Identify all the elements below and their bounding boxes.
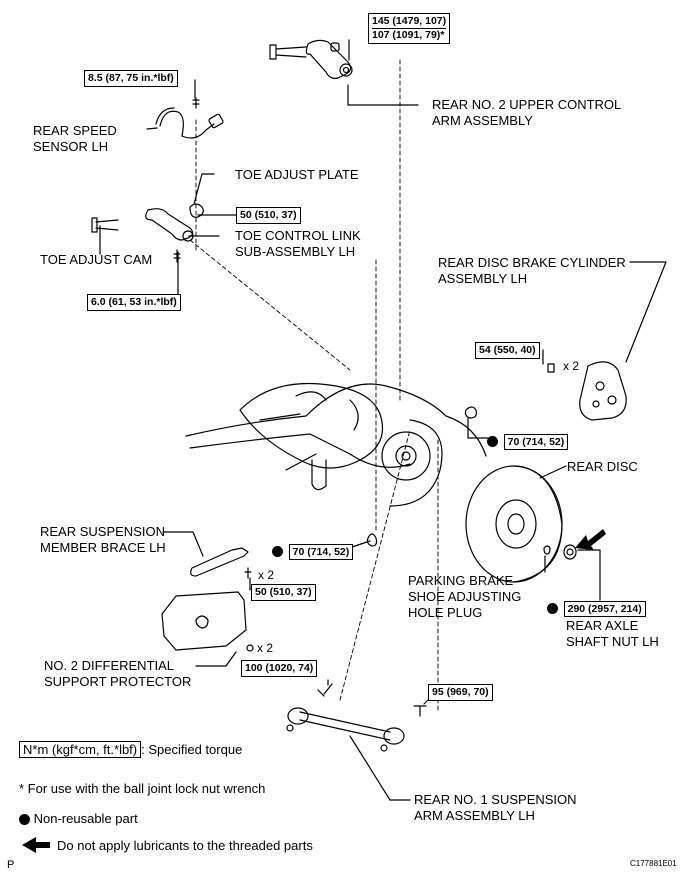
torque-knuckle-row: 70 (714, 52) — [487, 433, 569, 450]
label-axle-nut-2: SHAFT NUT LH — [566, 634, 659, 649]
legend-dot-note: Non-reusable part — [33, 811, 138, 826]
torque-axle-nut-row: 290 (2957, 214) — [547, 600, 646, 617]
label-pb-plug-3: HOLE PLUG — [408, 605, 483, 620]
torque-sensor: 8.5 (87, 75 in.*lbf) — [84, 70, 178, 87]
label-toe-plate: TOE ADJUST PLATE — [235, 167, 359, 182]
torque-knuckle-low-row: 70 (714, 52) — [272, 543, 354, 560]
legend-star-note: * For use with the ball joint lock nut w… — [19, 781, 266, 796]
label-brace-1: REAR SUSPENSION — [40, 524, 165, 539]
label-speed-sensor-2: SENSOR LH — [33, 139, 109, 154]
label-diff-2: SUPPORT PROTECTOR — [44, 674, 192, 689]
label-brace-2: MEMBER BRACE LH — [40, 540, 166, 555]
footer-left: P — [7, 859, 15, 871]
label-times2-diff: x 2 — [257, 641, 274, 655]
lower-arm-drawing — [286, 683, 427, 752]
torque-upper-arm: 145 (1479, 107) 107 (1091, 79)* — [368, 13, 451, 44]
suspension-member-drawing — [185, 382, 487, 547]
legend-arrow-note: Do not apply lubricants to the threaded … — [57, 838, 313, 853]
label-toe-link-2: SUB-ASSEMBLY LH — [235, 244, 356, 259]
torque-toe-lower: 6.0 (61, 53 in.*lbf) — [87, 294, 181, 311]
leader-lines — [99, 39, 667, 801]
torque-upper-a: 145 (1479, 107) — [372, 15, 447, 27]
non-reusable-dot — [547, 603, 558, 615]
label-pb-plug-2: SHOE ADJUSTING — [408, 589, 522, 604]
label-pb-plug-1: PARKING BRAKE — [408, 573, 514, 588]
torque-caliper: 54 (550, 40) — [475, 342, 540, 359]
legend-unit-box: N*m (kgf*cm, ft.*lbf) — [19, 741, 142, 758]
legend-unit-desc: : Specified torque — [141, 742, 243, 757]
legend-units: N*m (kgf*cm, ft.*lbf): Specified torque — [19, 741, 243, 758]
brake-caliper-drawing — [547, 361, 627, 421]
label-toe-link-1: TOE CONTROL LINK — [235, 228, 361, 243]
legend-dot-row: Non-reusable part — [19, 811, 138, 827]
torque-upper-b: 107 (1091, 79)* — [372, 28, 447, 41]
torque-knuckle: 70 (714, 52) — [503, 434, 569, 450]
dashed-alignment-lines — [189, 59, 439, 711]
no-lube-arrow — [22, 529, 606, 853]
label-speed-sensor-1: REAR SPEED — [33, 123, 117, 138]
label-brake-cyl-2: ASSEMBLY LH — [438, 271, 528, 286]
torque-brace: 50 (510, 37) — [251, 584, 316, 601]
torque-toe-plate: 50 (510, 37) — [236, 207, 301, 224]
toe-link-drawing — [91, 203, 204, 263]
label-toe-cam: TOE ADJUST CAM — [40, 252, 153, 267]
rear-disc-drawing — [465, 465, 577, 583]
torque-axle-nut: 290 (2957, 214) — [563, 601, 646, 617]
non-reusable-dot — [487, 436, 498, 448]
label-diff-1: NO. 2 DIFFERENTIAL — [44, 658, 175, 673]
diff-protector-drawing — [161, 591, 254, 652]
label-axle-nut-1: REAR AXLE — [566, 618, 639, 633]
label-brake-cyl-1: REAR DISC BRAKE CYLINDER — [438, 255, 626, 270]
non-reusable-dot — [272, 546, 283, 558]
torque-knuckle-low: 70 (714, 52) — [288, 544, 354, 560]
label-upper-arm-2: ARM ASSEMBLY — [432, 113, 533, 128]
label-lower-arm-2: ARM ASSEMBLY LH — [414, 808, 535, 823]
label-lower-arm-1: REAR NO. 1 SUSPENSION — [414, 792, 577, 807]
label-times2-brace: x 2 — [258, 568, 275, 582]
label-upper-arm-1: REAR NO. 2 UPPER CONTROL — [432, 97, 622, 112]
speed-sensor-drawing — [155, 97, 224, 139]
member-brace-drawing — [190, 547, 252, 579]
label-times2-caliper: x 2 — [563, 359, 580, 373]
label-rear-disc: REAR DISC — [567, 459, 638, 474]
torque-lower-outer: 95 (969, 70) — [428, 684, 493, 701]
non-reusable-dot — [19, 814, 30, 826]
figure-code: C177881E01 — [630, 859, 677, 868]
torque-lower-inner: 100 (1020, 74) — [241, 660, 318, 677]
upper-control-arm-drawing — [269, 39, 353, 79]
